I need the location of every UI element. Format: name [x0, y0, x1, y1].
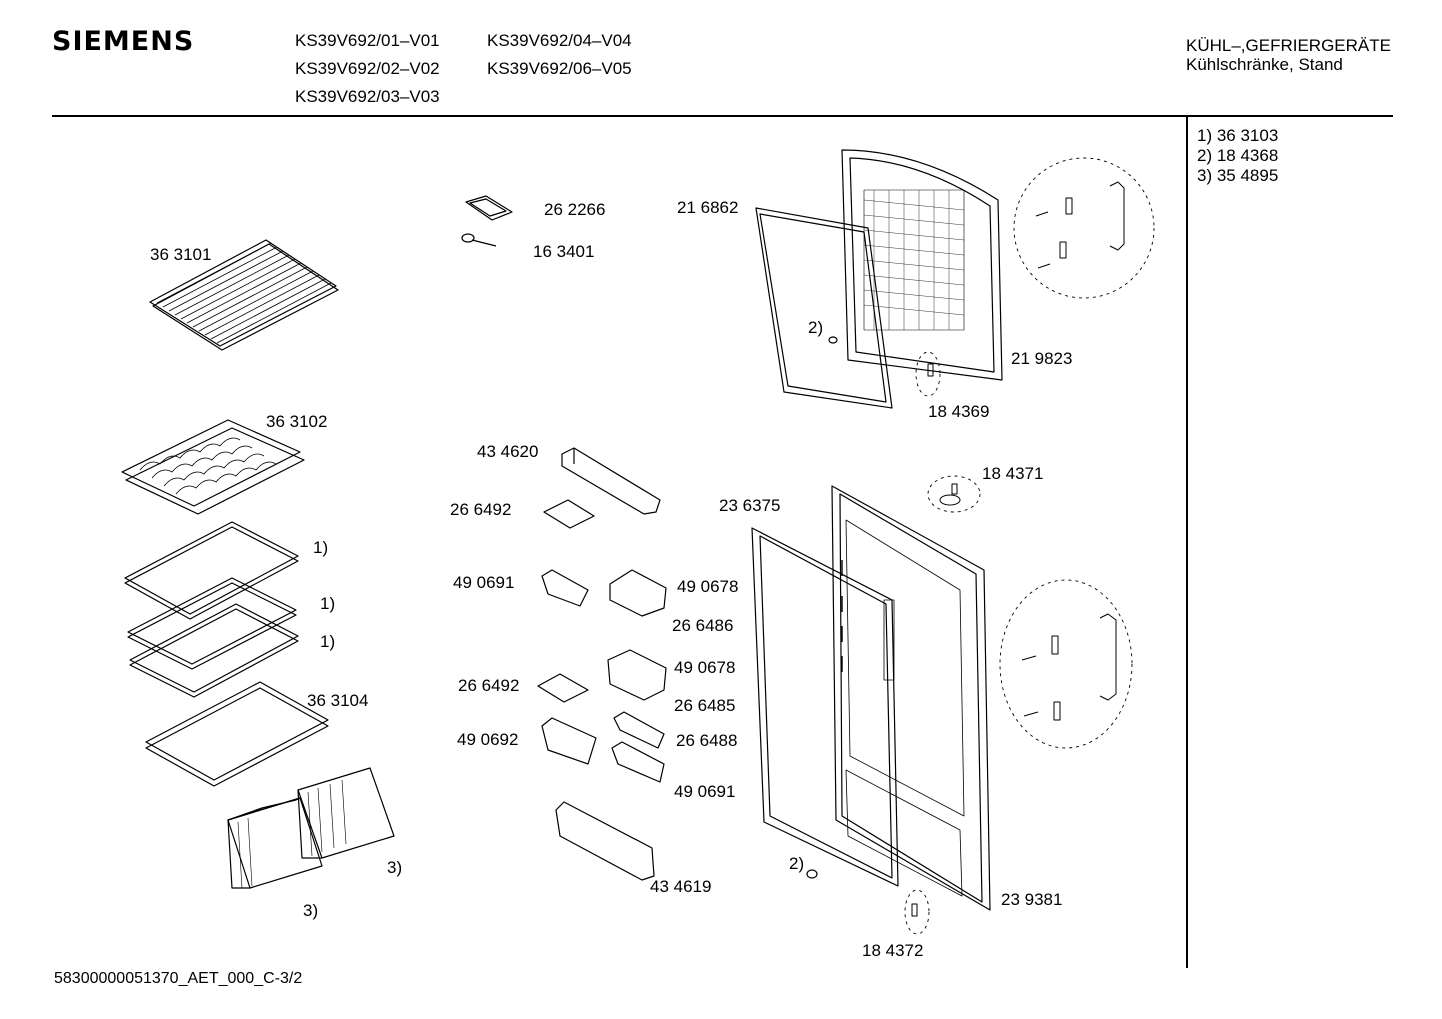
footnote-ref: 1) [320, 594, 336, 613]
model-number: KS39V692/02–V02 [295, 59, 440, 78]
part-label: 36 3102 [266, 412, 328, 431]
part-label: 16 3401 [533, 242, 595, 261]
part-label: 26 6485 [674, 696, 736, 715]
door-hinge-kit-circles [904, 157, 1155, 935]
footnote-ref: 1) [320, 632, 336, 651]
part-label: 26 6488 [676, 731, 738, 750]
category-subtitle: Kühlschränke, Stand [1186, 55, 1343, 74]
part-label: 18 4372 [862, 941, 924, 960]
category-title: KÜHL–,GEFRIERGERÄTE [1186, 36, 1391, 55]
part-label: 36 3104 [307, 691, 369, 710]
footnote-ref: 3) [303, 901, 319, 920]
part-label: 23 9381 [1001, 890, 1063, 909]
fridge-door-part [751, 485, 991, 911]
part-label: 49 0692 [457, 730, 519, 749]
footnote-ref: 3) [387, 858, 403, 877]
part-label: 26 6492 [450, 500, 512, 519]
wire-shelf-part [149, 239, 339, 351]
part-label: 49 0678 [674, 658, 736, 677]
model-number: KS39V692/03–V03 [295, 87, 440, 106]
part-label: 21 9823 [1011, 349, 1073, 368]
part-label: 21 6862 [677, 198, 739, 217]
part-label: 49 0691 [453, 573, 515, 592]
part-label: 18 4369 [928, 402, 990, 421]
part-label: 26 6492 [458, 676, 520, 695]
part-label: 18 4371 [982, 464, 1044, 483]
crisper-drawer-parts [227, 767, 395, 889]
footnote: 1) 36 3103 [1197, 126, 1279, 145]
footnote: 2) 18 4368 [1197, 146, 1279, 165]
door-handle-parts [911, 181, 1125, 917]
document-code: 58300000051370_AET_000_C [54, 970, 275, 987]
model-number: KS39V692/04–V04 [487, 31, 632, 50]
part-label: 43 4620 [477, 442, 539, 461]
page-number: -3/2 [274, 970, 303, 987]
brand-logo: SIEMENS [52, 26, 195, 57]
footnote: 3) 35 4895 [1197, 166, 1279, 185]
part-label: 49 0678 [677, 577, 739, 596]
ice-tray-part [465, 195, 513, 221]
part-label: 26 2266 [544, 200, 606, 219]
part-label: 26 6486 [672, 616, 734, 635]
bottle-rack-part [121, 419, 305, 515]
footnote-ref: 1) [313, 538, 329, 557]
footnote-ref: 2) [808, 318, 824, 337]
freezer-door-part [755, 149, 1003, 409]
footnote-ref: 2) [789, 854, 805, 873]
part-label: 49 0691 [674, 782, 736, 801]
part-label: 43 4619 [650, 877, 712, 896]
part-label: 23 6375 [719, 496, 781, 515]
model-number: KS39V692/06–V05 [487, 59, 632, 78]
model-number: KS39V692/01–V01 [295, 31, 440, 50]
ice-scoop-part [461, 233, 497, 247]
part-label: 36 3101 [150, 245, 212, 264]
door-balcony-parts [537, 447, 818, 881]
document-id: 58300000051370_AET_000_C-3/2 [54, 970, 302, 988]
glass-shelf-parts [124, 521, 329, 787]
